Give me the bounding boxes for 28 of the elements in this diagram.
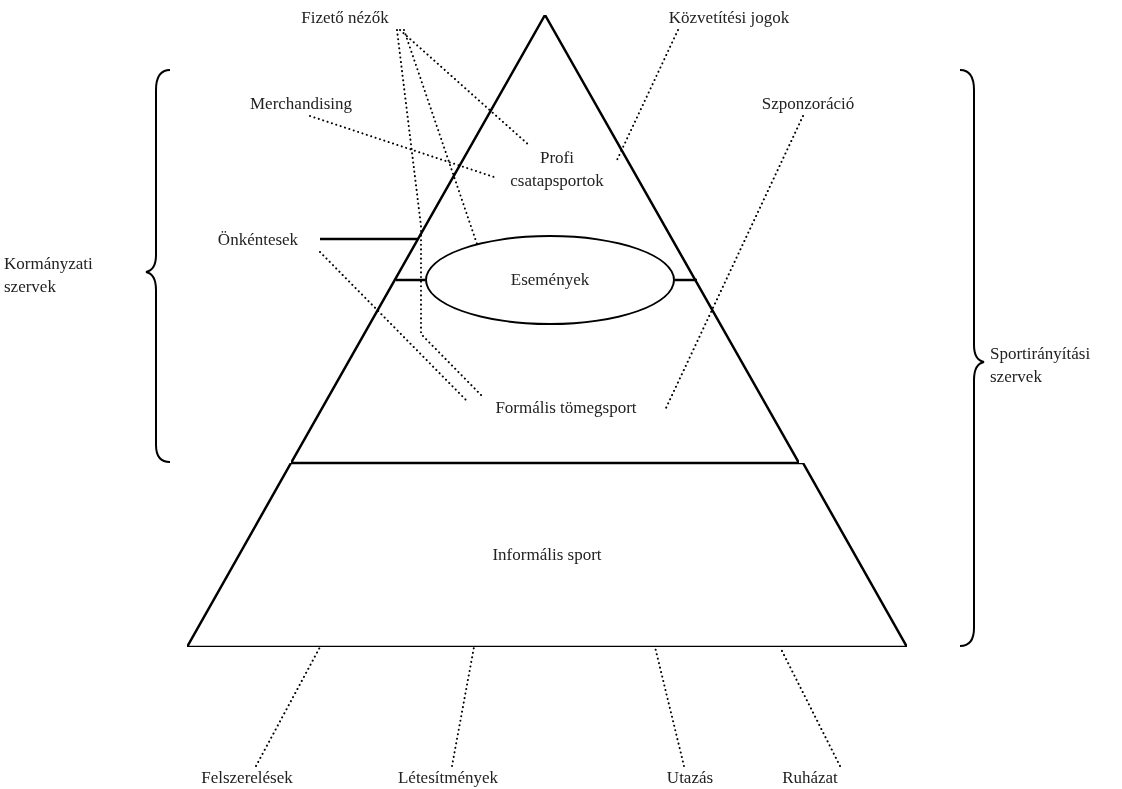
band-label: Informális sport <box>492 544 602 567</box>
label: Felszerelések <box>188 766 306 788</box>
label: Létesítmények <box>383 766 513 788</box>
dotted-connector <box>451 646 475 767</box>
group-label: Sportirányítási szervek <box>990 343 1092 388</box>
label: Szponzoráció <box>748 92 868 116</box>
dotted-connector <box>665 115 804 409</box>
label: Fizető nézők <box>286 6 404 30</box>
label: Önkéntesek <box>196 228 320 252</box>
label: Merchandising <box>238 92 364 116</box>
label: Utazás <box>658 766 722 788</box>
dotted-connector <box>396 29 483 397</box>
label: Ruházat <box>772 766 848 788</box>
connector-line <box>675 278 697 282</box>
dotted-connector <box>403 29 478 245</box>
dotted-connector <box>319 251 467 401</box>
event-ellipse <box>425 235 675 325</box>
label: Profi csatapsportok <box>497 146 617 192</box>
group-label: Kormányzati szervek <box>4 253 94 298</box>
dotted-connector <box>255 646 321 767</box>
connector-line <box>320 237 418 241</box>
label: Formális tömegsport <box>466 396 666 420</box>
ellipse-label: Események <box>510 269 590 292</box>
connector-line <box>396 278 425 282</box>
dotted-connector <box>654 646 685 767</box>
label: Közvetítési jogok <box>646 6 812 30</box>
dotted-connector <box>399 29 531 147</box>
dotted-connector <box>616 29 679 161</box>
